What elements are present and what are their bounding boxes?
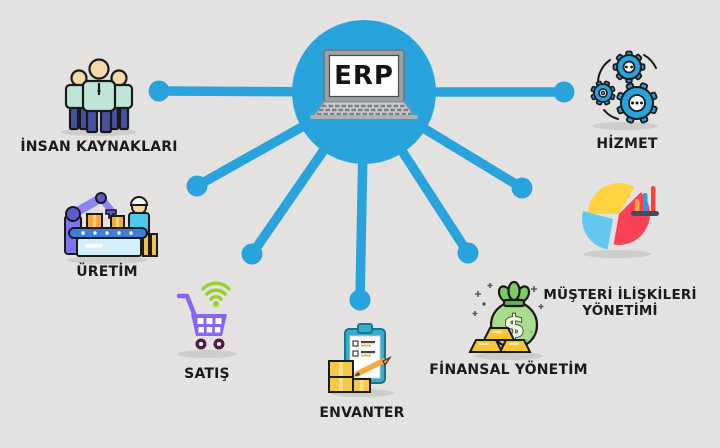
module-uretim: ÜRETİM: [20, 186, 194, 280]
module-label: MÜŞTERİ İLİŞKİLERİ YÖNETİMİ: [543, 287, 697, 319]
wifi-signal-icon: [201, 281, 231, 301]
module-envanter: ENVANTER: [275, 321, 449, 421]
money-bag-icon: $: [467, 280, 543, 360]
module-label: SATIŞ: [184, 366, 230, 382]
module-insan-kaynaklari: İNSAN KAYNAKLARI: [7, 51, 191, 155]
factory-robot-arm-icon: [64, 192, 158, 264]
module-label: HİZMET: [596, 136, 658, 152]
module-label: FİNANSAL YÖNETİM: [429, 362, 588, 378]
module-label: ÜRETİM: [76, 264, 138, 280]
module-label: ENVANTER: [319, 405, 405, 421]
module-label-line2: YÖNETİMİ: [582, 302, 658, 319]
module-satis: SATIŞ: [120, 278, 294, 382]
pen-icon: [354, 355, 392, 377]
laptop-icon: [310, 49, 418, 119]
module-hizmet: HİZMET: [540, 46, 714, 152]
bar-chart-icon: [631, 186, 659, 216]
module-label: İNSAN KAYNAKLARI: [20, 139, 178, 155]
spoke-endpoint: [148, 80, 575, 311]
shopping-cart-icon: [176, 281, 237, 358]
module-finansal-yonetim: $ FİNANSAL YÖNETİM: [416, 280, 601, 378]
gears-icon: [590, 50, 658, 130]
module-label-line1: MÜŞTERİ İLİŞKİLERİ: [543, 287, 697, 303]
sparkle-icon: [472, 283, 543, 316]
inventory-clipboard-icon: [328, 323, 394, 397]
pie-chart-icon: [582, 183, 659, 258]
hub-erp-label: ERP: [334, 61, 394, 91]
module-musteri-iliskileri-yonetimi: MÜŞTERİ İLİŞKİLERİ YÖNETİMİ: [525, 180, 715, 319]
people-icon: [61, 58, 137, 136]
gold-bars-icon: [467, 327, 532, 353]
